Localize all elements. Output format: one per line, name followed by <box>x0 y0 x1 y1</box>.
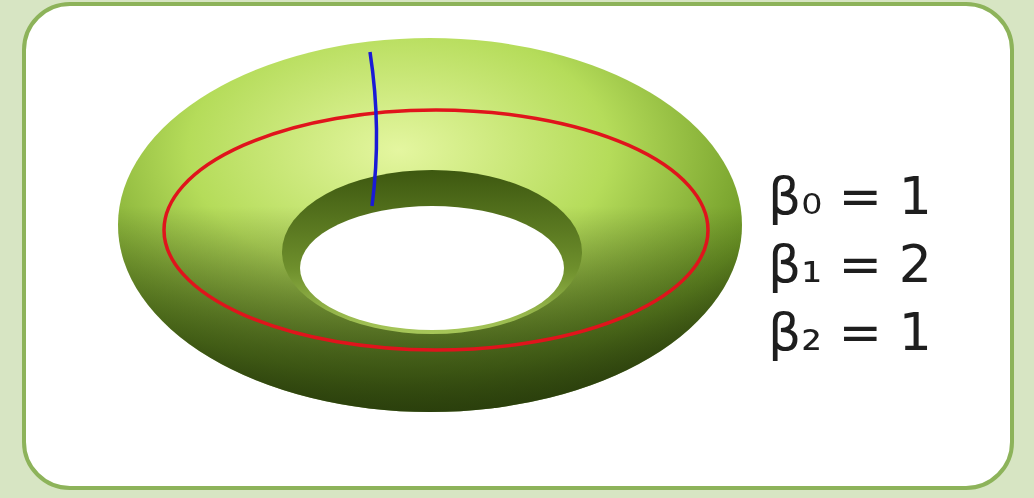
betti-number: β₀ = 1 <box>768 168 932 225</box>
betti-number: β₁ = 2 <box>768 236 932 293</box>
betti-number: β₂ = 1 <box>768 304 932 361</box>
